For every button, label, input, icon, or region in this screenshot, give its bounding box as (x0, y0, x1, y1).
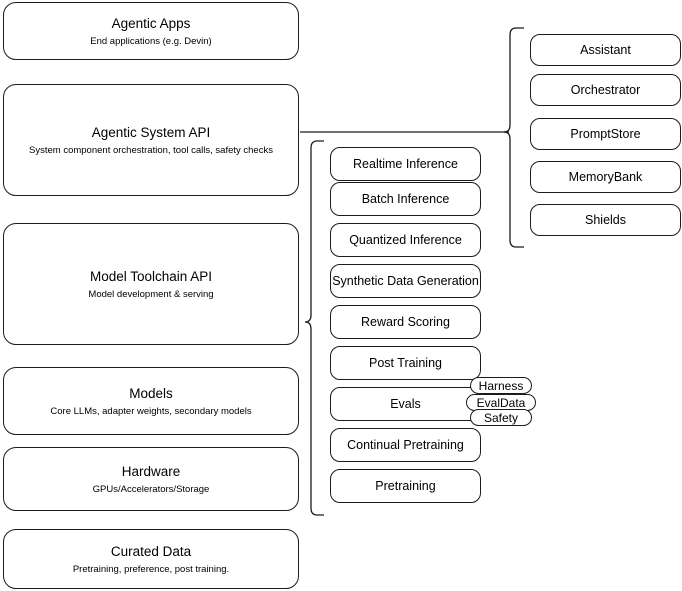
layer-title: Models (129, 385, 173, 401)
component-evals[interactable]: Evals (330, 387, 481, 421)
component-label: Realtime Inference (353, 157, 458, 171)
component-label: Synthetic Data Generation (332, 274, 479, 288)
component-label: Assistant (580, 43, 631, 57)
component-label: Shields (585, 213, 626, 227)
subcomponent-label: EvalData (476, 395, 526, 410)
layer-subtitle: End applications (e.g. Devin) (90, 35, 212, 47)
layer-models[interactable]: Models Core LLMs, adapter weights, secon… (3, 367, 299, 435)
component-quantized-inference[interactable]: Quantized Inference (330, 223, 481, 257)
component-label: Batch Inference (361, 192, 450, 206)
component-batch-inference[interactable]: Batch Inference (330, 182, 481, 216)
layer-agentic-system-api[interactable]: Agentic System API System component orch… (3, 84, 299, 196)
subcomponent-label: Harness (478, 378, 524, 393)
layer-title: Model Toolchain API (89, 268, 213, 284)
brace-toolchain-components (304, 140, 324, 516)
component-label: PromptStore (570, 127, 641, 141)
component-label: Continual Pretraining (347, 438, 464, 452)
component-label: Quantized Inference (349, 233, 462, 247)
component-label: Post Training (369, 356, 442, 370)
layer-title: Hardware (121, 463, 181, 479)
component-realtime-inference[interactable]: Realtime Inference (330, 147, 481, 181)
layer-hardware[interactable]: Hardware GPUs/Accelerators/Storage (3, 447, 299, 511)
component-synthetic-data-generation[interactable]: Synthetic Data Generation (330, 264, 481, 298)
brace-system-components (503, 27, 524, 248)
layer-subtitle: Model development & serving (88, 288, 214, 300)
layer-subtitle: System component orchestration, tool cal… (29, 144, 273, 156)
component-post-training[interactable]: Post Training (330, 346, 481, 380)
layer-curated-data[interactable]: Curated Data Pretraining, preference, po… (3, 529, 299, 589)
subcomponent-harness[interactable]: Harness (470, 377, 532, 394)
component-shields[interactable]: Shields (530, 204, 681, 236)
component-pretraining[interactable]: Pretraining (330, 469, 481, 503)
component-promptstore[interactable]: PromptStore (530, 118, 681, 150)
component-reward-scoring[interactable]: Reward Scoring (330, 305, 481, 339)
component-orchestrator[interactable]: Orchestrator (530, 74, 681, 106)
layer-subtitle: Core LLMs, adapter weights, secondary mo… (50, 405, 252, 417)
component-continual-pretraining[interactable]: Continual Pretraining (330, 428, 481, 462)
component-assistant[interactable]: Assistant (530, 34, 681, 66)
layer-title: Agentic Apps (111, 15, 191, 31)
layer-title: Agentic System API (91, 124, 211, 140)
component-label: Pretraining (375, 479, 436, 493)
layer-agentic-apps[interactable]: Agentic Apps End applications (e.g. Devi… (3, 2, 299, 60)
component-memorybank[interactable]: MemoryBank (530, 161, 681, 193)
subcomponent-safety[interactable]: Safety (470, 409, 532, 426)
component-label: Orchestrator (570, 83, 641, 97)
component-label: Reward Scoring (361, 315, 450, 329)
component-label: MemoryBank (568, 170, 643, 184)
component-label: Evals (390, 397, 421, 411)
layer-subtitle: GPUs/Accelerators/Storage (92, 483, 210, 495)
layer-title: Curated Data (110, 543, 192, 559)
layer-model-toolchain-api[interactable]: Model Toolchain API Model development & … (3, 223, 299, 345)
layer-subtitle: Pretraining, preference, post training. (72, 563, 230, 575)
subcomponent-label: Safety (483, 410, 519, 425)
